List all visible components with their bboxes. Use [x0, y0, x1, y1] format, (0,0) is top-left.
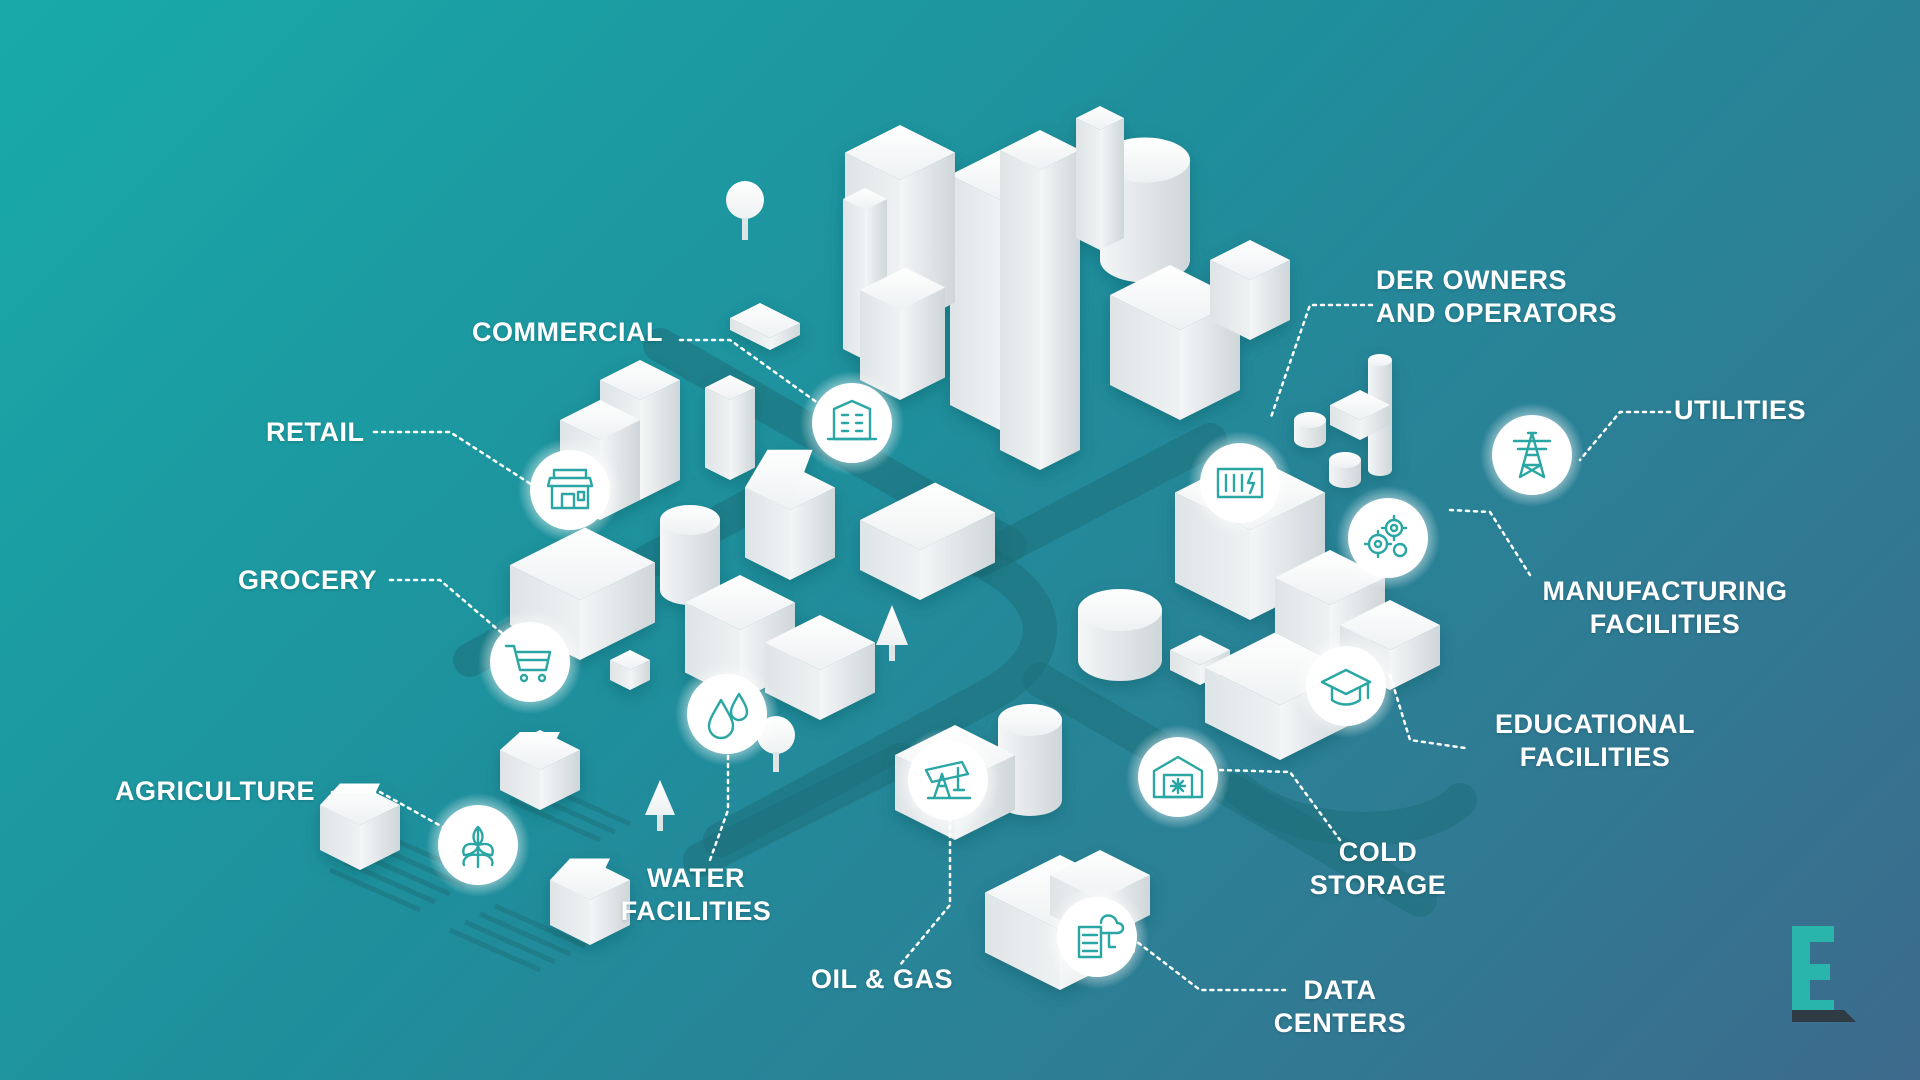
brand-logo	[1792, 926, 1856, 1022]
server-cloud-icon	[1045, 885, 1149, 989]
low-building	[860, 482, 995, 600]
label-cold-storage-line1: COLD	[1338, 837, 1418, 867]
gable-building-roof	[745, 449, 813, 510]
round-building	[660, 505, 720, 605]
label-water-facilities-line1: WATER	[647, 863, 745, 893]
cold-warehouse-icon	[1126, 725, 1230, 829]
label-der-owners-line2: AND OPERATORS	[1376, 298, 1618, 328]
block-building	[765, 615, 875, 720]
label-der-owners: DER OWNERS AND OPERATORS	[1376, 264, 1617, 330]
label-grocery: GROCERY	[238, 565, 378, 595]
transmission-tower-icon	[1480, 403, 1584, 507]
label-water-facilities: WATER FACILITIES	[588, 862, 804, 928]
label-manufacturing-line2: FACILITIES	[1589, 609, 1741, 639]
office-block	[1210, 240, 1290, 340]
label-retail: RETAIL	[266, 417, 365, 447]
office-complex	[1110, 265, 1240, 420]
skyscraper	[1000, 130, 1080, 470]
shopping-cart-icon	[478, 610, 582, 714]
small-tank	[1294, 412, 1326, 448]
label-agriculture: AGRICULTURE	[115, 776, 315, 806]
narrow-building	[705, 375, 755, 480]
office-block	[860, 267, 945, 400]
water-drops-icon	[675, 662, 779, 766]
storefront-icon	[518, 438, 622, 542]
label-cold-storage-line2: STORAGE	[1309, 870, 1447, 900]
label-utilities: UTILITIES	[1674, 395, 1806, 425]
label-data-centers: DATA CENTERS	[1262, 974, 1418, 1040]
label-der-owners-line1: DER OWNERS	[1376, 265, 1568, 295]
label-educational-facilities: EDUCATIONAL FACILITIES	[1480, 708, 1710, 774]
small-cube	[610, 650, 650, 690]
plaza	[730, 303, 800, 350]
farm-house-roof	[550, 858, 610, 900]
gears-icon	[1336, 486, 1440, 590]
leader-lines	[330, 303, 1672, 992]
farm-house-roof	[320, 783, 380, 825]
small-block	[1330, 390, 1390, 440]
icon-badges	[426, 371, 1584, 989]
slim-tower	[1076, 106, 1124, 250]
small-tank	[1329, 452, 1361, 488]
label-data-centers-line2: CENTERS	[1273, 1008, 1407, 1038]
label-manufacturing-facilities: MANUFACTURING FACILITIES	[1520, 575, 1810, 641]
oil-pump-icon	[896, 728, 1000, 832]
barn-roof	[500, 732, 560, 770]
wheat-icon	[426, 793, 530, 897]
graduation-cap-icon	[1294, 634, 1398, 738]
label-data-centers-line1: DATA	[1303, 975, 1377, 1005]
label-cold-storage: COLD STORAGE	[1300, 836, 1456, 902]
label-educational-line2: FACILITIES	[1519, 742, 1671, 772]
battery-storage-icon	[1188, 431, 1292, 535]
office-building-icon	[800, 371, 904, 475]
label-oil-gas: OIL & GAS	[811, 964, 954, 994]
label-water-facilities-line2: FACILITIES	[620, 896, 772, 926]
storage-tank	[1078, 589, 1162, 681]
label-commercial: COMMERCIAL	[472, 317, 663, 347]
label-educational-line1: EDUCATIONAL	[1495, 709, 1695, 739]
label-manufacturing-line1: MANUFACTURING	[1542, 576, 1788, 606]
